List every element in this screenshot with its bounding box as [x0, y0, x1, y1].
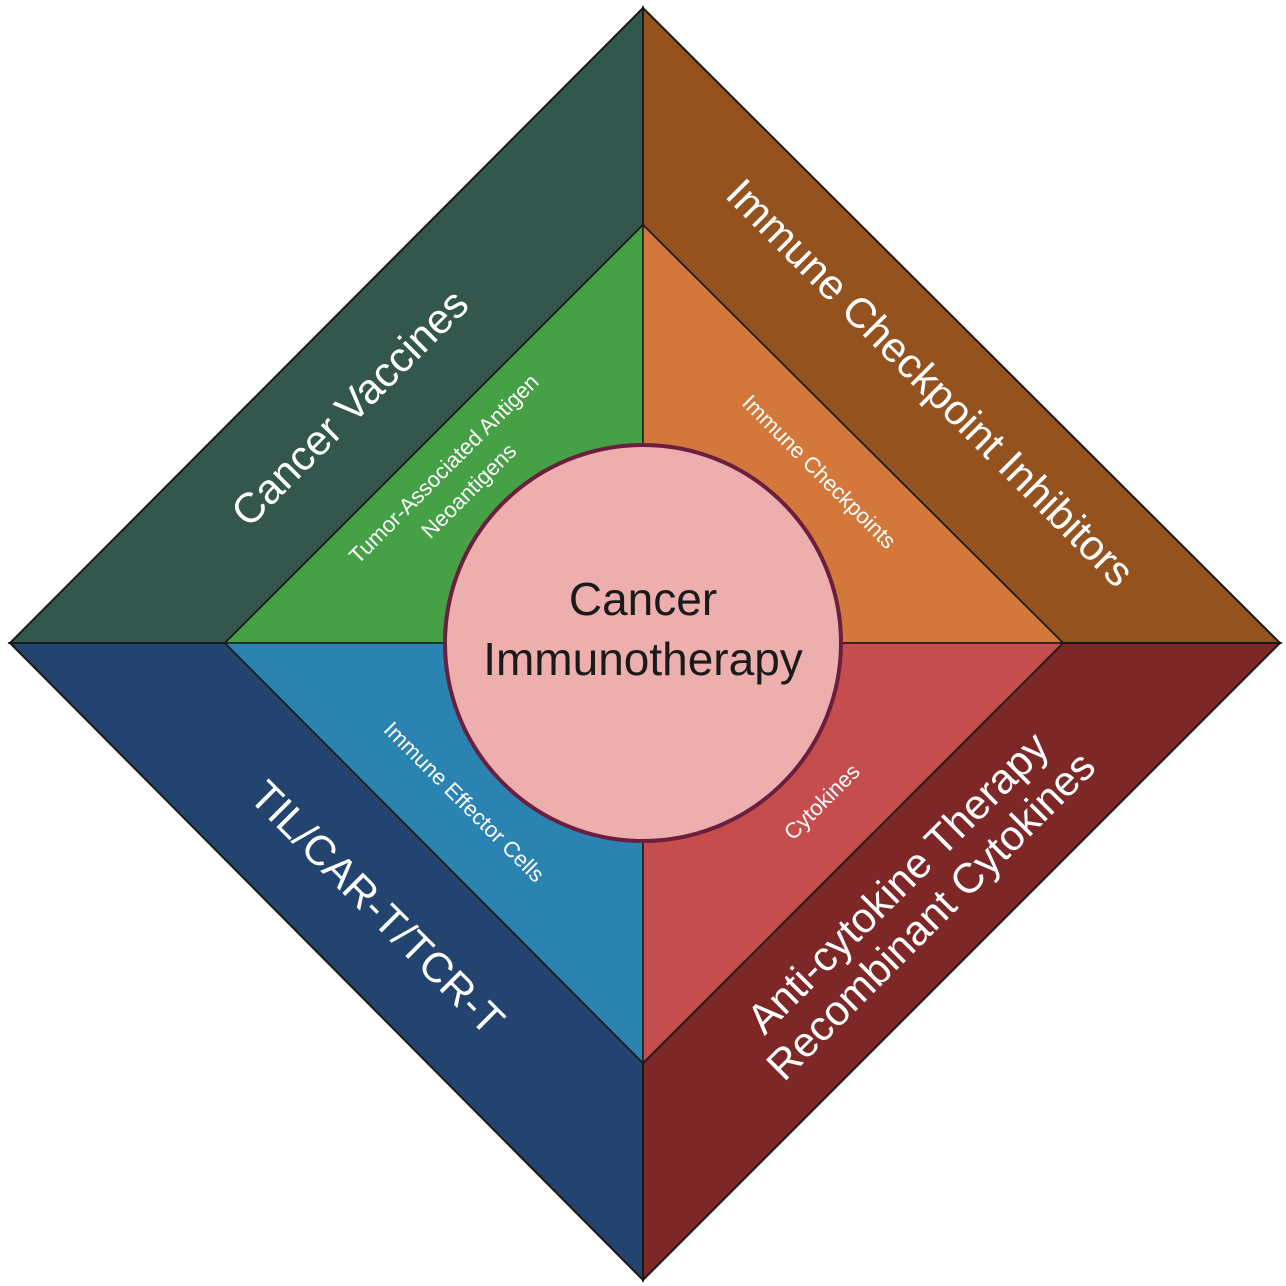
center-circle	[443, 443, 843, 843]
center-title-line1: Cancer	[569, 573, 717, 625]
center-title-line2: Immunotherapy	[483, 633, 803, 685]
